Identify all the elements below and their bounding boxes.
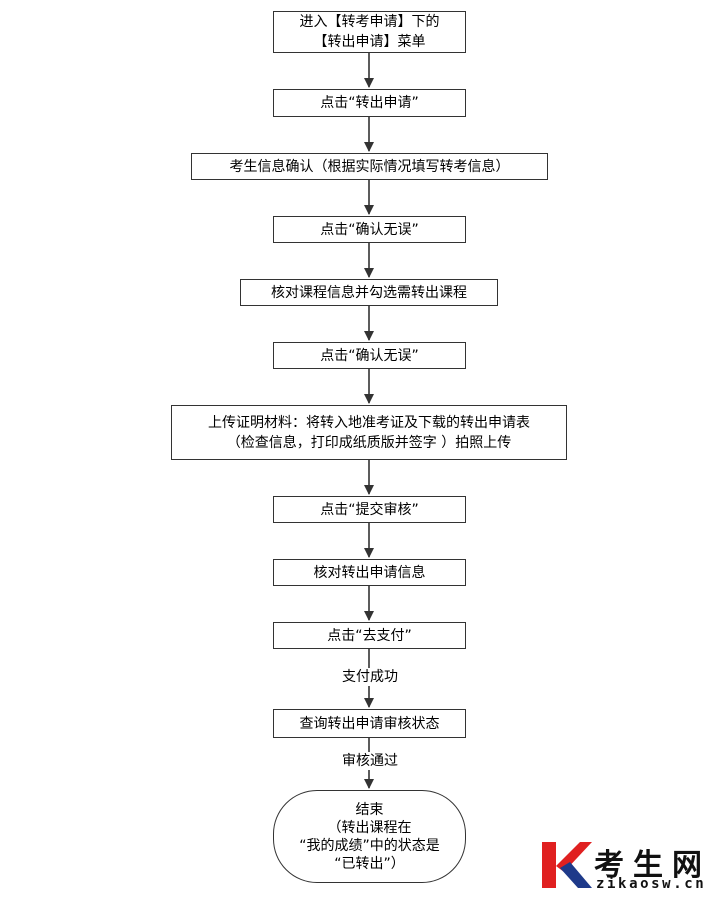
edge-label-review-passed: 审核通过 [334, 752, 406, 770]
flow-step-3: 考生信息确认（根据实际情况填写转考信息） [191, 153, 548, 180]
watermark-site-name: 考生网 [594, 848, 711, 883]
flow-step-10: 点击“去支付” [273, 622, 466, 649]
watermark-url: zikaosw.cn [596, 876, 707, 892]
flow-step-7: 上传证明材料：将转入地准考证及下载的转出申请表 （检查信息，打印成纸质版并签字 … [171, 405, 567, 460]
flow-end-terminal: 结束 （转出课程在 “我的成绩”中的状态是 “已转出”） [273, 790, 466, 883]
flow-step-11: 查询转出申请审核状态 [273, 709, 466, 738]
watermark-logo: 考生网 zikaosw.cn [540, 838, 720, 894]
flow-step-6: 点击“确认无误” [273, 342, 466, 369]
edge-label-payment-success: 支付成功 [334, 668, 406, 686]
flow-step-9: 核对转出申请信息 [273, 559, 466, 586]
flow-step-5: 核对课程信息并勾选需转出课程 [240, 279, 498, 306]
flow-step-1: 进入【转考申请】下的 【转出申请】菜单 [273, 11, 466, 53]
flow-step-8: 点击“提交审核” [273, 496, 466, 523]
flow-step-4: 点击“确认无误” [273, 216, 466, 243]
flow-step-2: 点击“转出申请” [273, 89, 466, 117]
k-logo-icon [542, 842, 592, 888]
